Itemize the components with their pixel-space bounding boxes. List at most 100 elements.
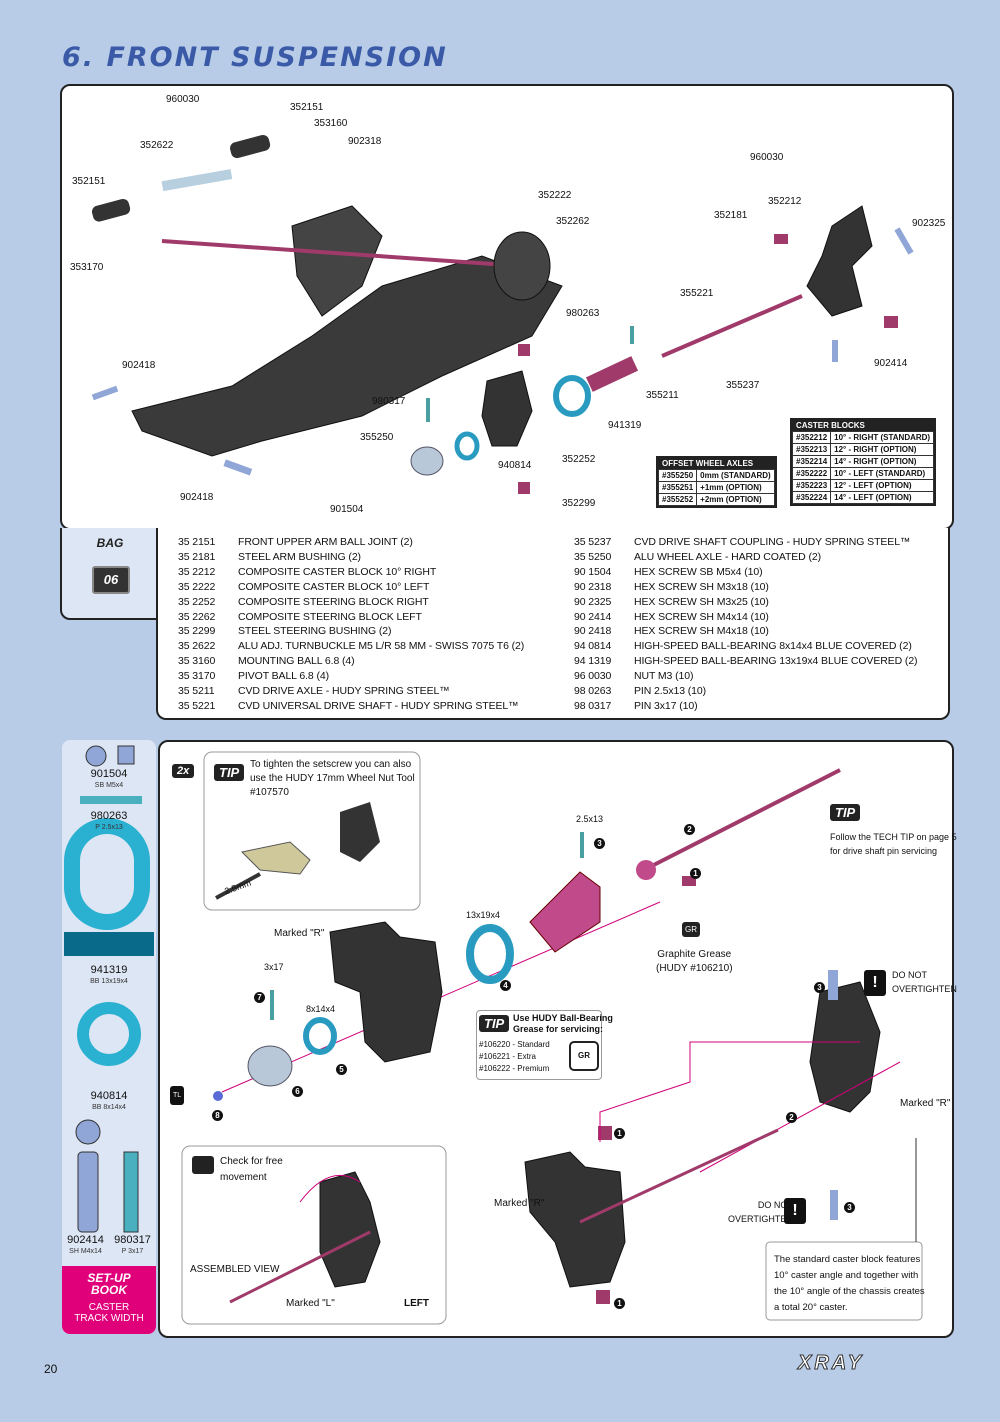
bearing-tip-item: #106221 - Extra <box>479 1052 536 1061</box>
part-code: 35 2181 <box>178 550 216 563</box>
tip1-line: To tighten the setscrew you can also <box>250 759 412 770</box>
part-description: COMPOSITE STEERING BLOCK RIGHT <box>238 595 429 608</box>
part-description: COMPOSITE STEERING BLOCK LEFT <box>238 610 422 623</box>
steering-block-r <box>329 921 443 1063</box>
callout-941319: 941319 <box>608 420 642 431</box>
tool-wrench <box>215 872 261 900</box>
step-7: 7 <box>254 992 265 1003</box>
table-cell: #355250 <box>657 469 698 482</box>
bushing-top-r <box>598 1126 612 1140</box>
do-not-line: DO NOT <box>757 1200 793 1210</box>
drive-shaft-assembled <box>579 1128 779 1224</box>
part-code: 35 3170 <box>178 670 216 683</box>
marked-r-label: Marked "R" <box>274 928 325 939</box>
wheel-axle-shape <box>410 446 444 476</box>
threadlock-icon: TL <box>170 1086 185 1105</box>
washer-icon <box>75 1119 101 1145</box>
ball-joint-shape-2 <box>230 134 271 159</box>
side-spec-902414: SH M4x14 <box>69 1248 102 1255</box>
part-description: PIN 2.5x13 (10) <box>634 685 707 697</box>
part-code: 35 2622 <box>178 640 216 653</box>
caster-table-title: CASTER BLOCKS <box>792 420 935 431</box>
step-1: 1 <box>690 868 701 879</box>
times-badge: 2x <box>172 764 195 778</box>
caster-note-line: the 10° angle of the chassis creates <box>774 1286 925 1297</box>
part-description: COMPOSITE CASTER BLOCK 10° RIGHT <box>238 565 437 578</box>
bearing-941319 <box>553 375 591 417</box>
part-description: PIVOT BALL 6.8 (4) <box>238 670 329 683</box>
marked-r-label-3: Marked "R" <box>900 1098 951 1109</box>
caster-note-line: 10° caster angle and together with <box>774 1270 919 1281</box>
part-description: CVD UNIVERSAL DRIVE SHAFT - HUDY SPRING … <box>238 699 519 712</box>
step-3b: 3 <box>814 982 825 993</box>
suspension-arm-shape <box>131 255 563 457</box>
caster-note-line: a total 20° caster. <box>774 1302 848 1313</box>
screw-902418-a <box>91 385 119 401</box>
tip2-line: for drive shaft pin servicing <box>830 846 938 856</box>
setup-book-badge: SET-UP BOOK CASTER TRACK WIDTH <box>62 1266 156 1334</box>
marked-r-label-2: Marked "R" <box>494 1198 545 1209</box>
part-description: HEX SCREW SH M4x14 (10) <box>634 610 769 623</box>
steering-block-mini <box>340 802 380 862</box>
part-code: 35 5250 <box>574 550 612 563</box>
screwdriver-icon <box>192 1156 214 1174</box>
screw-902325 <box>894 227 914 255</box>
setup-line-caster: CASTER <box>88 1302 130 1313</box>
bearing-tip-box: TIP Use HUDY Ball-Bearing Grease for ser… <box>476 1010 613 1080</box>
callout-352222: 352222 <box>538 190 572 201</box>
callout-355211: 355211 <box>646 390 679 401</box>
do-not-line: OVERTIGHTEN <box>892 984 957 994</box>
tip1-line: #107570 <box>250 787 289 798</box>
part-description: HIGH-SPEED BALL-BEARING 13x19x4 BLUE COV… <box>634 655 918 668</box>
pin-3x17 <box>270 990 274 1020</box>
part-code: 96 0030 <box>574 670 612 683</box>
callout-980263: 980263 <box>566 308 600 319</box>
tip-badge-3: TIP <box>479 1015 510 1032</box>
part-description: FRONT UPPER ARM BALL JOINT (2) <box>238 536 413 548</box>
table-cell: 10° - RIGHT (STANDARD) <box>830 431 935 444</box>
table-cell: #352224 <box>791 491 832 504</box>
part-description: STEEL ARM BUSHING (2) <box>238 550 361 563</box>
table-cell: #352214 <box>791 455 832 468</box>
bushing-bottom-r <box>596 1290 610 1304</box>
bearing-small-icon <box>77 1002 141 1066</box>
do-not-line: OVERTIGHTEN <box>728 1214 793 1224</box>
step-1b: 1 <box>614 1128 625 1139</box>
table-cell: 10° - LEFT (STANDARD) <box>830 467 935 480</box>
do-not-line: DO NOT <box>892 970 927 980</box>
size-label-13x19x4: 13x19x4 <box>466 910 501 920</box>
bearing-tip-title-line: Use HUDY Ball-Bearing <box>513 1013 613 1023</box>
side-spec-941319: BB 13x19x4 <box>90 978 128 985</box>
do-not-overtighten-2: DO NOT OVERTIGHTEN <box>728 1198 793 1226</box>
pin-980317 <box>426 398 430 422</box>
turnbuckle-shape <box>161 169 233 192</box>
part-code: 90 2318 <box>574 580 612 593</box>
callout-901504: 901504 <box>330 504 364 515</box>
assembly-diagram <box>181 751 923 1325</box>
bearing-940814 <box>454 431 480 461</box>
page-number: 20 <box>44 1362 58 1376</box>
bushing-top <box>518 344 530 356</box>
part-code: 35 5211 <box>178 685 215 697</box>
bearing-tip-item: #106220 - Standard <box>479 1040 550 1049</box>
xray-logo: XRAY <box>797 1352 865 1375</box>
part-description: NUT M3 (10) <box>634 670 694 683</box>
screw-902418-b <box>223 459 253 476</box>
part-code: 98 0263 <box>574 685 612 697</box>
callout-352262: 352262 <box>556 216 590 227</box>
table-cell: #352223 <box>791 479 832 492</box>
callout-902418-b: 902418 <box>180 492 214 503</box>
graphite-line: (HUDY #106210) <box>656 963 733 974</box>
step-1c: 1 <box>614 1298 625 1309</box>
step-2b: 2 <box>786 1112 797 1123</box>
drive-axle-pink <box>529 871 601 953</box>
size-label-3x17: 3x17 <box>264 962 284 972</box>
drive-axle-shape <box>585 356 639 392</box>
screw-top <box>828 970 838 1000</box>
table-cell: #355252 <box>657 493 698 506</box>
